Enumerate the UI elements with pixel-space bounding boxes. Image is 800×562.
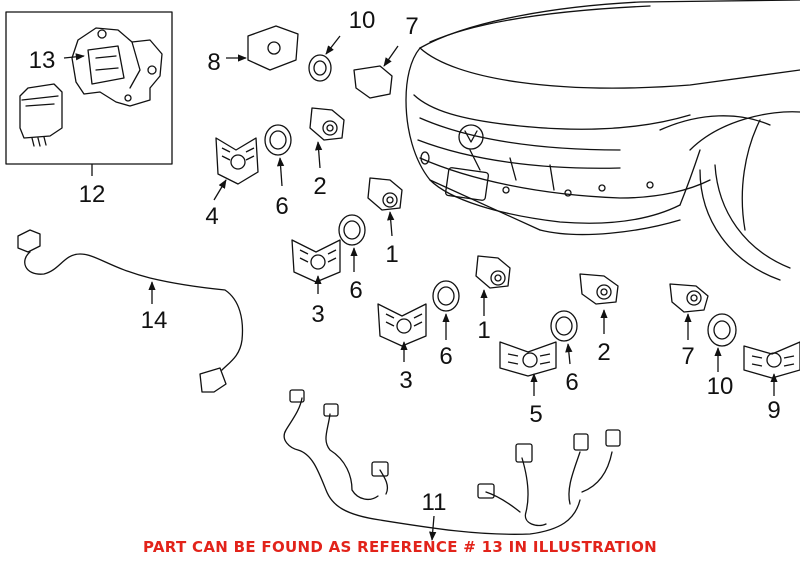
wire-harness-11-drawing xyxy=(283,389,621,535)
callout-12: 12 xyxy=(79,181,106,208)
parking-sensor-drawing xyxy=(579,273,619,305)
leader-arrows xyxy=(63,35,778,541)
parking-sensor-drawing xyxy=(475,255,511,289)
sensor-ring-drawing xyxy=(432,280,460,312)
callout-1: 1 xyxy=(477,317,490,344)
sensor-ring-drawing xyxy=(264,124,292,156)
sensor-ring-drawing xyxy=(338,214,366,246)
sensor-bracket-drawing xyxy=(743,341,800,379)
callout-2: 2 xyxy=(313,173,326,200)
parking-sensor-drawing xyxy=(353,65,393,99)
callout-6: 6 xyxy=(565,369,578,396)
callout-1: 1 xyxy=(385,241,398,268)
callout-2: 2 xyxy=(597,339,610,366)
sensor-bracket-drawing xyxy=(215,137,259,185)
sensor-bracket-drawing xyxy=(247,25,299,71)
wire-harness-14-drawing xyxy=(17,229,244,393)
callout-9: 9 xyxy=(767,397,780,424)
sensor-ring-drawing xyxy=(550,310,578,342)
callout-6: 6 xyxy=(349,277,362,304)
control-module-drawing xyxy=(19,83,63,147)
callout-5: 5 xyxy=(529,401,542,428)
sensor-bracket-drawing xyxy=(291,239,341,283)
callout-8: 8 xyxy=(207,49,220,76)
callout-11: 11 xyxy=(422,489,447,516)
sensor-bracket-drawing xyxy=(377,303,427,347)
callout-3: 3 xyxy=(399,367,412,394)
callout-4: 4 xyxy=(205,203,218,230)
callout-14: 14 xyxy=(141,307,168,334)
parking-sensor-drawing xyxy=(669,283,709,313)
mounting-bracket-drawing xyxy=(71,27,163,107)
parking-sensor-drawing xyxy=(367,177,403,211)
module-box-frame xyxy=(5,11,173,165)
car-front-drawing xyxy=(405,0,800,281)
callout-6: 6 xyxy=(275,193,288,220)
parking-sensor-drawing xyxy=(309,107,345,141)
callout-3: 3 xyxy=(311,301,324,328)
part-reference-caption: PART CAN BE FOUND AS REFERENCE # 13 IN I… xyxy=(142,538,658,556)
callout-7: 7 xyxy=(681,343,694,370)
sensor-bracket-drawing xyxy=(499,341,557,377)
callout-7: 7 xyxy=(405,13,418,40)
callout-10: 10 xyxy=(707,373,734,400)
callout-13: 13 xyxy=(29,47,56,74)
sensor-ring-drawing xyxy=(308,54,332,82)
callout-10: 10 xyxy=(349,7,376,34)
sensor-ring-drawing xyxy=(707,313,737,347)
callout-6: 6 xyxy=(439,343,452,370)
